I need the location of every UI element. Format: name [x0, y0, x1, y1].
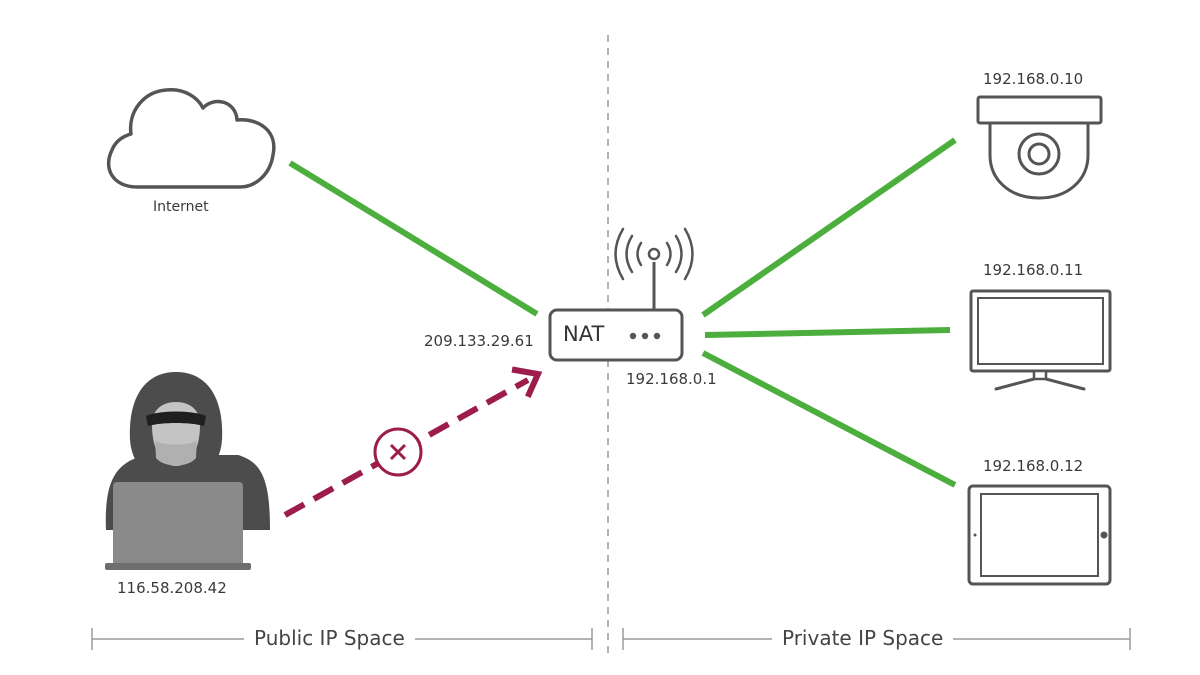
router-private-ip-label: 192.168.0.1: [626, 370, 717, 388]
router-name-label: NAT: [563, 322, 605, 346]
link-internet-router: [288, 160, 539, 317]
security-camera-icon: [976, 95, 1103, 200]
wifi-signal-icon: [614, 227, 694, 281]
public-space-label: Public IP Space: [244, 626, 415, 650]
link-router-monitor: [704, 327, 951, 338]
router-icon: [548, 247, 684, 362]
laptop-icon: [105, 482, 251, 570]
attacker-ip-label: 116.58.208.42: [117, 579, 227, 597]
router-public-ip-label: 209.133.29.61: [424, 332, 534, 350]
private-space-label: Private IP Space: [772, 626, 954, 650]
monitor-icon: [969, 289, 1112, 391]
internet-label: Internet: [153, 199, 209, 215]
camera-ip-label: 192.168.0.10: [983, 70, 1084, 88]
blocked-x-icon: [373, 427, 423, 477]
tablet-ip-label: 192.168.0.12: [983, 457, 1084, 475]
tablet-icon: [967, 484, 1112, 586]
monitor-ip-label: 192.168.0.11: [983, 261, 1084, 279]
cloud-icon: [106, 88, 276, 189]
link-router-tablet: [701, 350, 957, 488]
link-router-camera: [701, 137, 957, 318]
